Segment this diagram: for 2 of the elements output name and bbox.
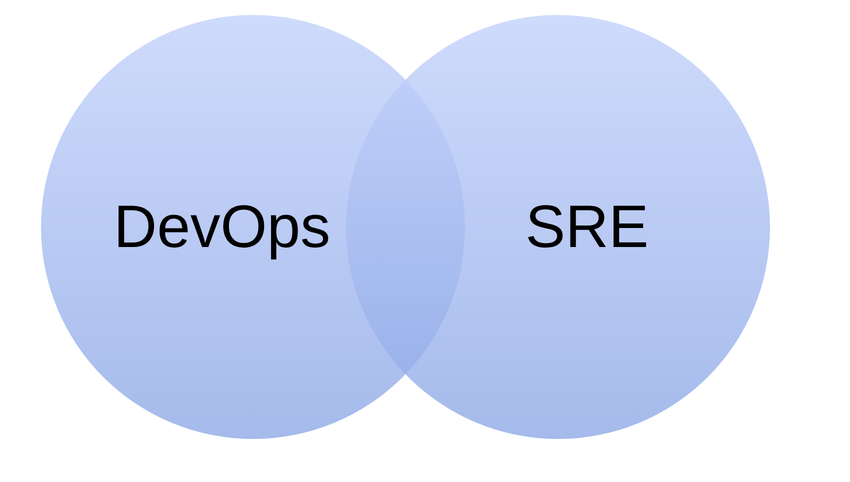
circle-label: SRE — [525, 197, 649, 257]
circle-label: DevOps — [114, 197, 330, 257]
